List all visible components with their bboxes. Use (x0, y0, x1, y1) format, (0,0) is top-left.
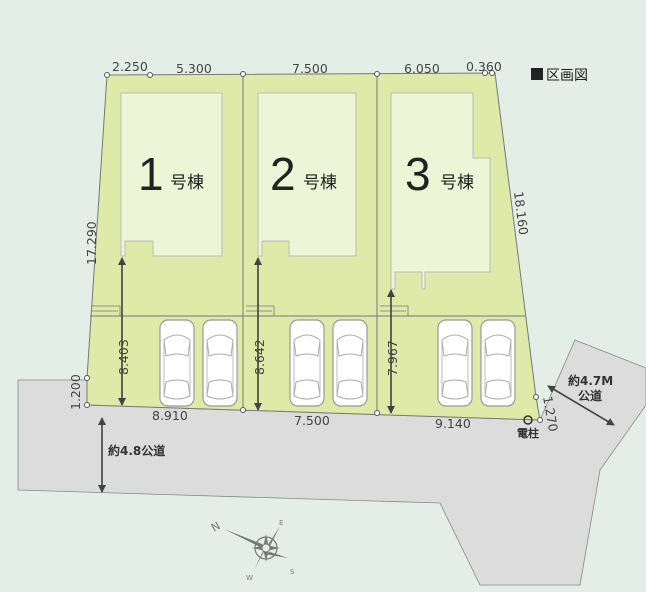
dim-right: 18.160 (511, 191, 531, 236)
dim-bottom-3: 9.140 (435, 416, 471, 431)
compass-n: N (209, 519, 223, 534)
compass-icon: N E S W (209, 519, 295, 582)
lot-2-number: 2 (270, 148, 296, 200)
car-icon (332, 319, 368, 407)
dim-top-5: 0.360 (466, 59, 502, 74)
car-icon (480, 319, 516, 407)
parking-cars (159, 319, 516, 407)
dim-top-3: 7.500 (292, 61, 328, 76)
lot-3-number: 3 (405, 148, 431, 200)
dim-top-1: 2.250 (112, 59, 148, 74)
building-1 (120, 92, 223, 257)
compass-e: E (279, 519, 283, 527)
dim-lot-3-depth: 7.967 (385, 340, 400, 376)
side-road-label-2: 公道 (578, 388, 602, 403)
utility-pole-label: 電柱 (517, 426, 539, 440)
car-icon (159, 319, 195, 407)
dim-bottom-1: 8.910 (152, 408, 188, 423)
lot-2-suffix: 号棟 (303, 173, 337, 193)
compass-w: W (246, 574, 253, 582)
utility-pole-icon (523, 415, 533, 425)
dim-lot-1-depth: 8.403 (116, 339, 131, 375)
car-icon (437, 319, 473, 407)
building-3 (390, 92, 491, 290)
car-icon (202, 319, 238, 407)
lot-3-suffix: 号棟 (440, 173, 474, 193)
dim-left-lower: 1.200 (68, 374, 83, 410)
legend-square-icon (531, 68, 543, 80)
dim-bottom-2: 7.500 (294, 413, 330, 428)
front-road-label: 約4.8公道 (108, 443, 165, 458)
dim-right-lower: 1.270 (540, 395, 561, 433)
lot-1-number: 1 (138, 148, 164, 200)
car-icon (289, 319, 325, 407)
dim-left: 17.290 (84, 221, 99, 265)
legend-title: 区画図 (546, 68, 588, 84)
dim-top-2: 5.300 (176, 61, 212, 76)
dim-top-4: 6.050 (404, 61, 440, 76)
building-2 (257, 92, 357, 257)
compass-s: S (290, 568, 295, 576)
dim-lot-2-depth: 8.642 (252, 339, 267, 375)
side-road-label-1: 約4.7M (568, 373, 613, 388)
lot-1-suffix: 号棟 (170, 173, 204, 193)
